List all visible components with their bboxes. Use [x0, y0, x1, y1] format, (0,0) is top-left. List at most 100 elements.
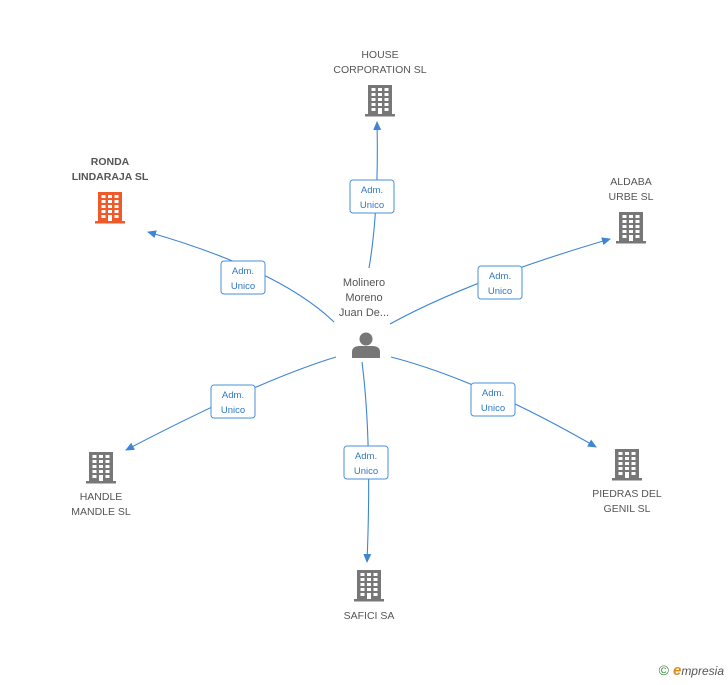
- person-name[interactable]: Juan De...: [339, 307, 389, 319]
- building-window: [629, 225, 633, 228]
- company-node-safici[interactable]: SAFICI SA: [344, 570, 395, 622]
- building-base: [86, 481, 116, 484]
- building-window: [631, 462, 636, 465]
- edge-ronda: Adm.Unico: [147, 230, 335, 323]
- person-name[interactable]: Moreno: [345, 292, 382, 304]
- brand-logo-text: mpresia: [681, 664, 724, 678]
- building-window: [625, 467, 629, 470]
- edge-role-label[interactable]: Adm.Unico: [470, 382, 516, 417]
- building-door: [625, 472, 629, 478]
- company-node-house[interactable]: HOUSE CORPORATION SL: [333, 49, 427, 117]
- edge-role-label[interactable]: Adm.Unico: [220, 260, 266, 295]
- building-window: [105, 460, 110, 463]
- company-name[interactable]: ALDABA: [610, 176, 651, 188]
- company-node-aldaba[interactable]: ALDABA URBE SL: [609, 176, 654, 244]
- company-name[interactable]: URBE SL: [609, 191, 654, 203]
- building-door: [378, 108, 382, 114]
- edge-role-text: Unico: [354, 466, 378, 477]
- building-window: [92, 475, 97, 478]
- building-icon[interactable]: [86, 452, 116, 484]
- building-door: [629, 235, 633, 241]
- building-icon[interactable]: [616, 212, 646, 244]
- building-window: [360, 573, 365, 576]
- person-body: [352, 346, 380, 358]
- building-window: [373, 583, 378, 586]
- edge-role-text: Unico: [488, 286, 512, 297]
- company-name[interactable]: SAFICI SA: [344, 610, 395, 622]
- edge-role-label[interactable]: Adm. Unico: [210, 384, 256, 419]
- building-window: [99, 470, 103, 473]
- edge-role-label[interactable]: Adm. Unico: [477, 265, 523, 300]
- company-name[interactable]: HOUSE: [361, 49, 398, 61]
- edge-safici: Adm. Unico: [343, 361, 389, 563]
- building-window: [629, 215, 633, 218]
- person-icon[interactable]: [352, 332, 380, 359]
- building-base: [95, 221, 125, 224]
- building-window: [384, 103, 389, 106]
- copyright-symbol: ©: [658, 662, 669, 678]
- building-window: [105, 475, 110, 478]
- company-name[interactable]: PIEDRAS DEL: [592, 488, 662, 500]
- building-icon[interactable]: [365, 85, 395, 117]
- building-icon[interactable]: [95, 192, 125, 224]
- building-window: [618, 472, 623, 475]
- building-window: [371, 98, 376, 101]
- building-window: [92, 470, 97, 473]
- building-window: [360, 588, 365, 591]
- company-name[interactable]: GENIL SL: [604, 503, 651, 515]
- building-window: [371, 93, 376, 96]
- building-window: [114, 205, 119, 208]
- edge-role-text: Adm.: [482, 388, 504, 399]
- edge-house: Adm.Unico: [349, 121, 395, 269]
- building-window: [105, 465, 110, 468]
- building-window: [108, 200, 112, 203]
- building-window: [108, 205, 112, 208]
- building-icon[interactable]: [612, 449, 642, 481]
- company-name[interactable]: MANDLE SL: [71, 506, 131, 518]
- building-window: [108, 195, 112, 198]
- edge-role-label[interactable]: Adm. Unico: [343, 445, 389, 480]
- person-name[interactable]: Molinero: [343, 277, 385, 289]
- building-window: [631, 457, 636, 460]
- company-node-handle[interactable]: HANDLE MANDLE SL: [71, 452, 131, 518]
- edge-role-text: Adm.: [489, 271, 511, 282]
- company-node-ronda[interactable]: RONDA LINDARAJA SL: [72, 156, 149, 224]
- edge-role-box: [477, 265, 523, 300]
- building-window: [367, 573, 371, 576]
- edge-role-text: Adm.: [355, 451, 377, 462]
- building-window: [635, 235, 640, 238]
- edge-role-box: [220, 260, 266, 295]
- building-icon[interactable]: [354, 570, 384, 602]
- edge-role-text: Adm.: [222, 390, 244, 401]
- company-name[interactable]: LINDARAJA SL: [72, 171, 149, 183]
- building-window: [371, 108, 376, 111]
- company-name[interactable]: CORPORATION SL: [333, 64, 426, 76]
- company-name[interactable]: HANDLE: [80, 491, 123, 503]
- company-name[interactable]: RONDA: [91, 156, 130, 168]
- building-window: [373, 588, 378, 591]
- edge-role-label[interactable]: Adm.Unico: [349, 179, 395, 214]
- building-window: [373, 593, 378, 596]
- building-window: [360, 593, 365, 596]
- building-base: [616, 241, 646, 244]
- building-window: [622, 225, 627, 228]
- building-window: [622, 230, 627, 233]
- building-window: [384, 88, 389, 91]
- building-door: [108, 215, 112, 221]
- building-window: [92, 455, 97, 458]
- building-window: [625, 452, 629, 455]
- edge-handle: Adm. Unico: [125, 356, 337, 451]
- building-window: [92, 460, 97, 463]
- building-window: [105, 470, 110, 473]
- company-node-piedras[interactable]: PIEDRAS DEL GENIL SL: [592, 449, 662, 515]
- building-window: [367, 578, 371, 581]
- building-window: [378, 93, 382, 96]
- building-window: [367, 583, 371, 586]
- edge-role-text: Unico: [221, 405, 245, 416]
- building-window: [629, 220, 633, 223]
- building-window: [373, 573, 378, 576]
- building-window: [618, 462, 623, 465]
- person-head: [359, 332, 373, 346]
